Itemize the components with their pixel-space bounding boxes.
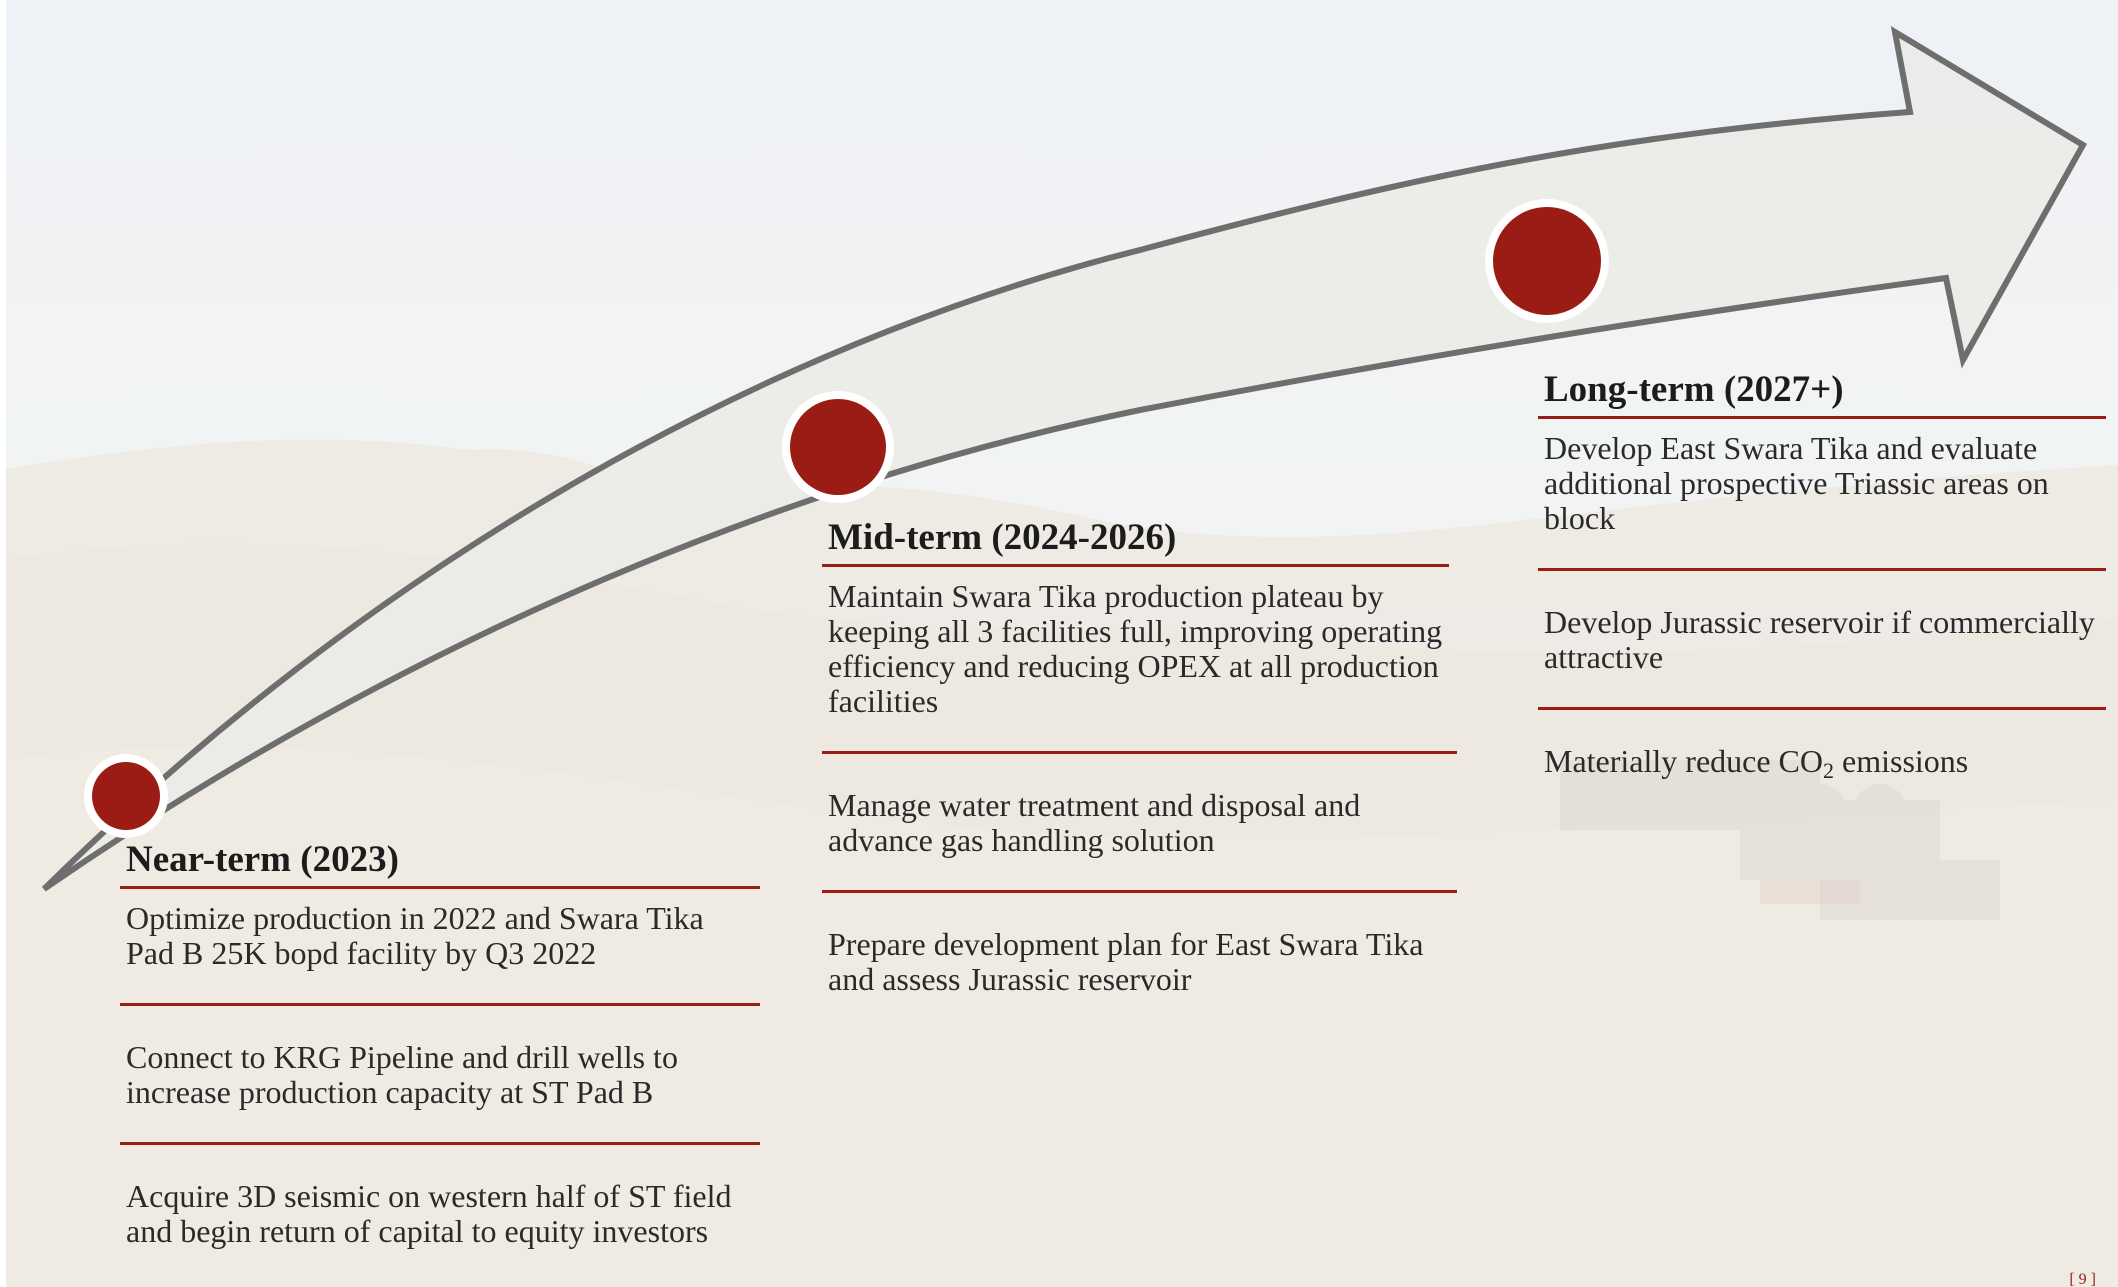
divider [120,1142,760,1145]
divider [1538,707,2106,710]
page-number: [ 9 ] [2069,1271,2096,1287]
near-term-heading: Near-term (2023) [126,839,399,880]
long-term-item-3: Materially reduce CO2 emissions [1538,732,2106,789]
divider [822,564,1449,567]
co2-subscript: 2 [1823,758,1834,783]
mid-term-item-3: Prepare development plan for East Swara … [828,926,1424,997]
long-term-item-2: Develop Jurassic reservoir if commercial… [1544,604,2095,675]
divider [1538,416,2106,419]
milestone-dot-near-term [84,754,168,838]
divider [1538,568,2106,571]
milestone-dot-long-term [1485,199,1609,323]
divider [822,751,1457,754]
near-term-section: Near-term (2023) Optimize production in … [120,838,760,1259]
mid-term-section: Mid-term (2024-2026) Maintain Swara Tika… [822,516,1457,1007]
divider [822,890,1457,893]
divider [120,886,760,889]
divider [120,1003,760,1006]
near-term-item-1: Optimize production in 2022 and Swara Ti… [126,900,704,971]
mid-term-item-1: Maintain Swara Tika production plateau b… [828,578,1443,719]
mid-term-item-2: Manage water treatment and disposal and … [828,787,1361,858]
near-term-item-2: Connect to KRG Pipeline and drill wells … [126,1039,678,1110]
long-term-item-1: Develop East Swara Tika and evaluate add… [1544,430,2049,536]
co2-text-suffix: emissions [1834,743,1969,779]
milestone-dot-mid-term [782,391,894,503]
mid-term-heading: Mid-term (2024-2026) [828,517,1177,558]
long-term-heading: Long-term (2027+) [1544,369,1844,410]
co2-text-prefix: Materially reduce CO [1544,743,1823,779]
near-term-item-3: Acquire 3D seismic on western half of ST… [126,1178,732,1249]
long-term-section: Long-term (2027+) Develop East Swara Tik… [1538,368,2106,789]
